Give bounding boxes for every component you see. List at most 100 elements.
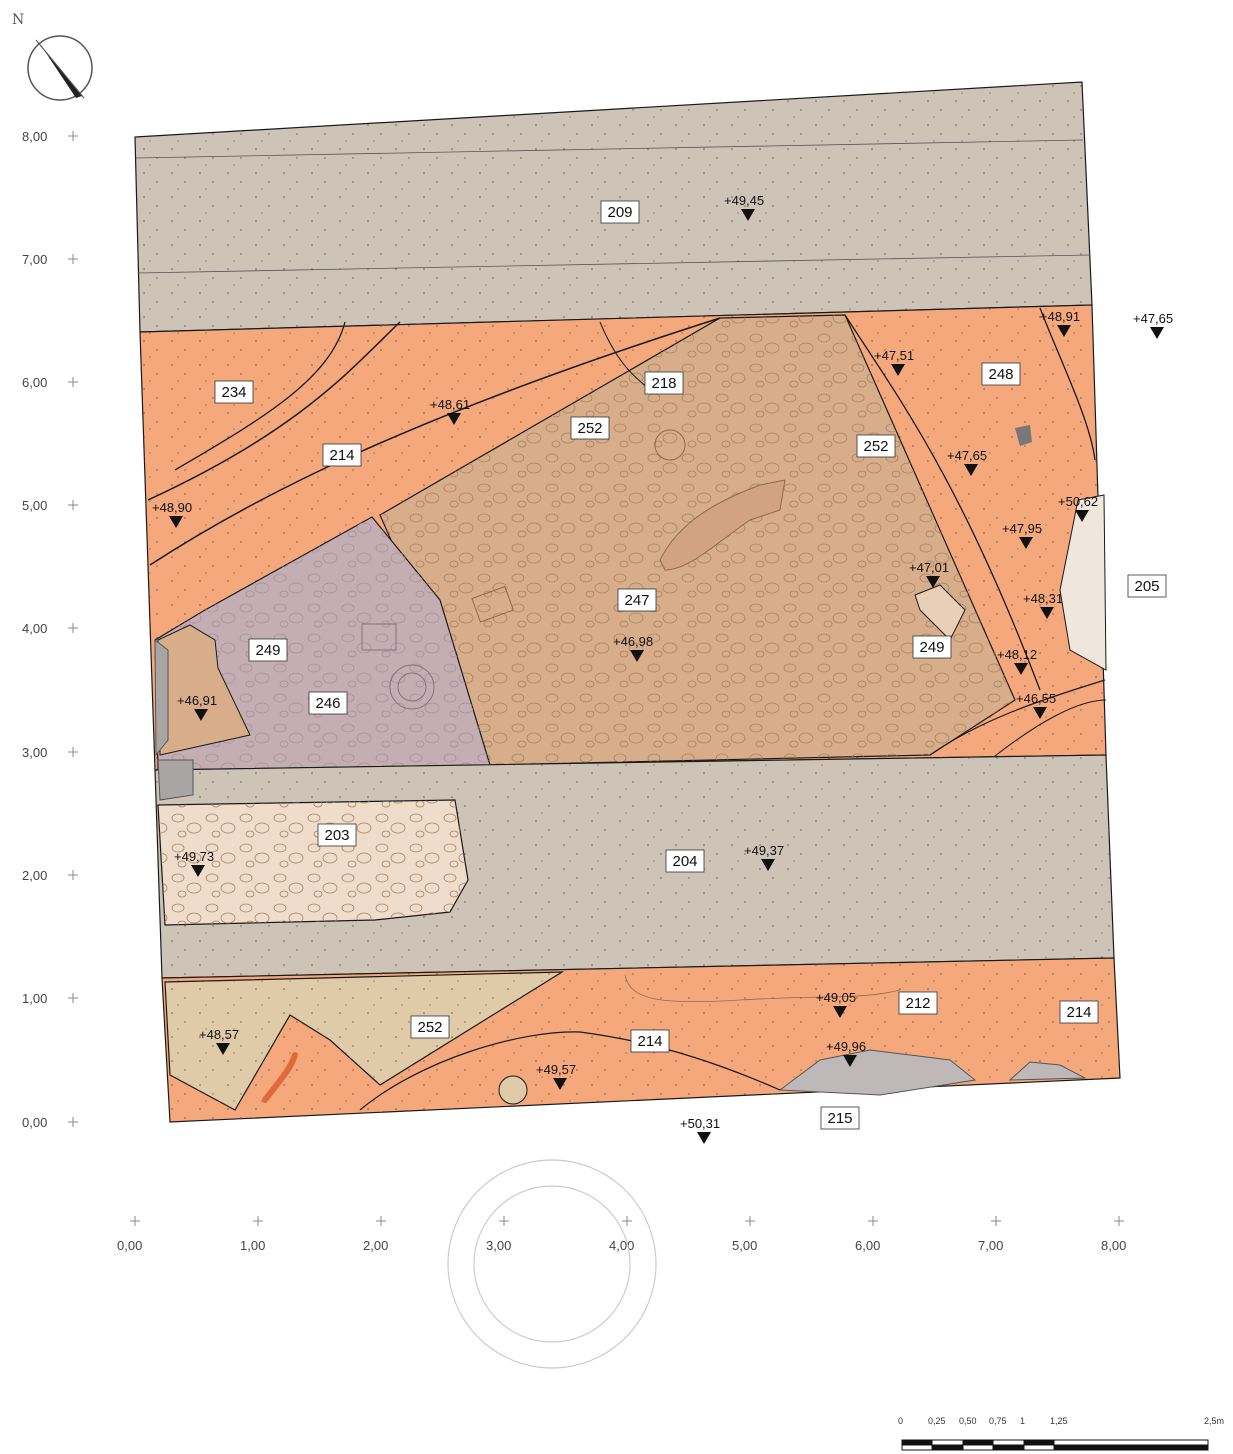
x-tick: 7,00 — [978, 1216, 1003, 1253]
svg-text:+48,91: +48,91 — [1040, 309, 1080, 324]
svg-text:252: 252 — [577, 420, 602, 437]
y-tick-label: 5,00 — [22, 498, 47, 513]
y-tick-label: 7,00 — [22, 252, 47, 267]
unit-label-246: 246 — [308, 691, 348, 715]
svg-text:+47,65: +47,65 — [947, 448, 987, 463]
unit-label-252: 252 — [856, 434, 896, 458]
svg-text:249: 249 — [919, 639, 944, 656]
elevation-marker: +49,37 — [744, 843, 784, 871]
elevation-marker: +47,51 — [874, 348, 914, 376]
scale-label: 0,75 — [989, 1416, 1007, 1426]
svg-text:+48,57: +48,57 — [199, 1027, 239, 1042]
elevation-markers: +49,45 +48,91 +47,65 +47,51 +48,61 +47,65 +48,… — [152, 193, 1173, 1144]
svg-text:+49,96: +49,96 — [826, 1039, 866, 1054]
layer-205 — [1059, 494, 1107, 671]
elevation-marker: +49,45 — [724, 193, 764, 221]
y-tick-label: 1,00 — [22, 991, 47, 1006]
guide-circle-inner — [473, 1185, 631, 1343]
svg-text:+49,45: +49,45 — [724, 193, 764, 208]
elevation-marker: +47,65 — [1133, 311, 1173, 339]
scale-segment — [1053, 1444, 1209, 1451]
x-tick: 8,00 — [1101, 1216, 1126, 1253]
unit-label-252: 252 — [410, 1015, 450, 1039]
unit-label-209: 209 — [600, 200, 640, 224]
scale-segment — [901, 1439, 933, 1446]
svg-text:+50,31: +50,31 — [680, 1116, 720, 1131]
scale-label: 0,25 — [928, 1416, 946, 1426]
elevation-marker: +48,31 — [1023, 591, 1063, 619]
scale-segment — [1053, 1439, 1209, 1446]
scale-label: 0,50 — [959, 1416, 977, 1426]
svg-text:249: 249 — [255, 642, 280, 659]
svg-text:252: 252 — [863, 438, 888, 455]
svg-text:+47,95: +47,95 — [1002, 521, 1042, 536]
elevation-marker: +46,55 — [1016, 691, 1056, 719]
unit-label-218: 218 — [644, 371, 684, 395]
elevation-marker: +48,61 — [430, 397, 470, 425]
svg-text:+46,55: +46,55 — [1016, 691, 1056, 706]
unit-label-212: 212 — [898, 991, 938, 1015]
x-tick: 3,00 — [486, 1216, 511, 1253]
scale-segment — [1023, 1439, 1055, 1446]
elevation-marker: +48,91 — [1040, 309, 1080, 337]
guide-circle-outer — [447, 1159, 657, 1369]
x-tick: 1,00 — [240, 1216, 265, 1253]
scale-segment — [962, 1444, 994, 1451]
elevation-marker: +47,65 — [947, 448, 987, 476]
svg-text:+50,62: +50,62 — [1058, 494, 1098, 509]
svg-text:214: 214 — [1066, 1004, 1091, 1021]
svg-text:+46,98: +46,98 — [613, 634, 653, 649]
svg-text:+49,05: +49,05 — [816, 990, 856, 1005]
x-tick-label: 6,00 — [855, 1238, 880, 1253]
svg-text:+47,65: +47,65 — [1133, 311, 1173, 326]
scale-label: 2,5m — [1204, 1416, 1224, 1426]
svg-text:246: 246 — [315, 695, 340, 712]
elevation-marker: +49,05 — [816, 990, 856, 1018]
y-tick: 6,00 — [22, 375, 78, 390]
north-label: N — [12, 12, 24, 28]
y-tick-label: 3,00 — [22, 745, 47, 760]
layer-249-east — [914, 584, 966, 641]
svg-text:212: 212 — [905, 995, 930, 1012]
elevation-marker: +49,57 — [536, 1062, 576, 1090]
svg-text:+47,01: +47,01 — [909, 560, 949, 575]
unit-label-249: 249 — [912, 635, 952, 659]
svg-text:203: 203 — [324, 827, 349, 844]
x-tick: 5,00 — [732, 1216, 757, 1253]
unit-label-205: 205 — [1127, 574, 1167, 598]
svg-text:+49,73: +49,73 — [174, 849, 214, 864]
x-tick-label: 2,00 — [363, 1238, 388, 1253]
y-tick: 8,00 — [22, 129, 78, 144]
unit-label-248: 248 — [981, 362, 1021, 386]
y-tick-label: 0,00 — [22, 1115, 47, 1130]
x-tick: 2,00 — [363, 1216, 388, 1253]
x-tick-label: 0,00 — [117, 1238, 142, 1253]
elevation-marker: +47,01 — [909, 560, 949, 588]
unit-label-247: 247 — [617, 588, 657, 612]
x-tick-label: 1,00 — [240, 1238, 265, 1253]
elevation-marker: +50,31 — [680, 1116, 720, 1144]
layer-249-west — [157, 624, 251, 756]
unit-label-215: 215 — [820, 1106, 860, 1130]
elevation-marker: +48,12 — [997, 647, 1037, 675]
elevation-marker: +47,95 — [1002, 521, 1042, 549]
y-tick-label: 6,00 — [22, 375, 47, 390]
scale-segment — [901, 1444, 933, 1451]
y-tick: 7,00 — [22, 252, 78, 267]
scale-segment — [962, 1439, 994, 1446]
scale-label: 1,25 — [1050, 1416, 1068, 1426]
svg-text:+48,12: +48,12 — [997, 647, 1037, 662]
y-tick: 2,00 — [22, 868, 78, 883]
y-tick-label: 8,00 — [22, 129, 47, 144]
svg-text:+48,31: +48,31 — [1023, 591, 1063, 606]
y-tick: 3,00 — [22, 745, 78, 760]
y-tick: 4,00 — [22, 621, 78, 636]
svg-text:248: 248 — [988, 366, 1013, 383]
svg-text:+49,37: +49,37 — [744, 843, 784, 858]
x-tick-label: 4,00 — [609, 1238, 634, 1253]
scale-segment — [931, 1444, 964, 1451]
x-tick: 6,00 — [855, 1216, 880, 1253]
elevation-marker: +46,98 — [613, 634, 653, 662]
